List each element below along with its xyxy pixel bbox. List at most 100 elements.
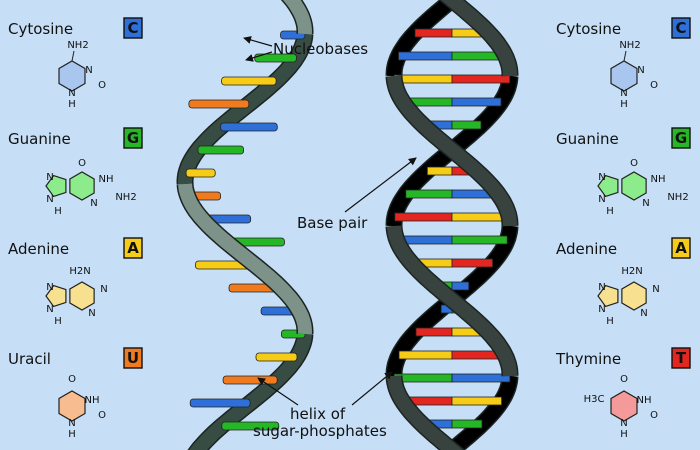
left-base-uracil-ring	[58, 390, 86, 422]
left-base-guanine-atom: NH	[99, 174, 114, 185]
rna-nucleobase	[197, 145, 244, 155]
dna-double-helix	[385, 0, 519, 450]
left-base-uracil-atom: NH	[85, 395, 100, 406]
dna-base-half	[451, 419, 483, 429]
right-base-adenine-ring-6	[621, 281, 647, 311]
left-base-adenine-badge	[123, 237, 143, 259]
annotation-base-pair: Base pair	[297, 157, 417, 232]
left-base-guanine-ring-5	[45, 174, 67, 198]
left-base-cytosine-atom: N	[85, 65, 92, 76]
dna-strand-b-seg	[387, 375, 464, 450]
dna-strand-a-seg	[387, 225, 517, 377]
left-base-cytosine-atom: O	[98, 80, 106, 91]
right-base-cytosine-ring	[610, 60, 638, 92]
left-base-guanine-atom: N	[46, 172, 53, 183]
nucleobases-arrow-1	[243, 36, 273, 47]
left-base-guanine-badge	[123, 127, 143, 149]
left-base-cytosine-atom: NH2	[67, 40, 88, 51]
right-base-thymine-name: Thymine	[555, 350, 621, 368]
right-base-adenine-atom: H	[606, 316, 614, 327]
annotation-nucleobases: Nucleobases	[243, 36, 368, 62]
rna-backbone-seg	[282, 0, 313, 35]
left-base-adenine-atom: N	[100, 284, 107, 295]
left-base-cytosine-letter: C	[127, 19, 138, 37]
dna-backbone-back	[385, 0, 519, 450]
left-base-cytosine-badge	[123, 17, 143, 39]
dna-strand-b-seg	[387, 0, 464, 77]
right-base-guanine-atom: NH	[651, 174, 666, 185]
right-base-cytosine-letter: C	[675, 19, 686, 37]
dna-base-half	[451, 396, 502, 406]
helix-arrow-right	[351, 371, 393, 406]
right-base-guanine-letter: G	[675, 129, 687, 147]
rna-nucleobase	[222, 375, 278, 385]
right-base-guanine-atom: H	[606, 206, 614, 217]
dna-base-half	[415, 327, 453, 337]
right-base-adenine-atom: N	[598, 304, 605, 315]
left-base-guanine-atom: O	[78, 158, 86, 169]
rna-nucleobase	[188, 99, 250, 109]
right-base-thymine-atom: H	[620, 429, 628, 440]
dna-base-half	[398, 350, 453, 360]
right-base-adenine-atom: H2N	[621, 266, 642, 277]
helix-label-line1: helix of	[290, 405, 346, 423]
left-base-uracil-letter: U	[127, 349, 139, 367]
dna-base-half	[451, 120, 482, 130]
left-base-uracil-atom: N	[68, 418, 75, 429]
left-base-cytosine-atom: H	[68, 99, 76, 110]
left-base-guanine-name: Guanine	[8, 130, 71, 148]
right-base-thymine-atom: O	[620, 374, 628, 385]
dna-base-half	[451, 373, 511, 383]
right-base-guanine-name: Guanine	[556, 130, 619, 148]
dna-base-half	[451, 74, 511, 84]
left-base-cytosine-atom: N	[68, 88, 75, 99]
right-base-thymine-badge	[671, 347, 691, 369]
right-base-thymine-ring	[610, 390, 638, 422]
dna-base-half	[398, 51, 453, 61]
left-base-adenine-ring-6	[69, 281, 95, 311]
helix-arrow-left	[257, 377, 299, 406]
dna-base-half	[451, 258, 493, 268]
dna-base-half	[426, 166, 453, 176]
left-base-uracil-atom: O	[98, 410, 106, 421]
dna-base-half	[405, 189, 453, 199]
right-base-thymine-atom: NH	[637, 395, 652, 406]
left-base-guanine-atom: H	[54, 206, 62, 217]
dna-backbone-front	[385, 0, 519, 450]
dna-base-half	[414, 28, 453, 38]
dna-base-half	[394, 212, 453, 222]
left-base-adenine-atom: N	[46, 304, 53, 315]
right-base-adenine-ring-5	[597, 284, 619, 308]
right-base-guanine-atom: NH2	[667, 192, 688, 203]
right-base-guanine-badge	[671, 127, 691, 149]
left-base-adenine-atom: H	[54, 316, 62, 327]
dna-base-pair-rungs	[393, 28, 511, 429]
right-base-cytosine-name: Cytosine	[556, 20, 621, 38]
right-base-cytosine-atom: N	[620, 88, 627, 99]
dna-strand-a-seg	[440, 0, 517, 77]
dna-strand-a-seg	[440, 375, 517, 450]
right-base-cytosine-atom: NH2	[619, 40, 640, 51]
nucleobases-arrow-2	[245, 51, 273, 62]
right-base-cytosine-atom: H	[620, 99, 628, 110]
right-base-guanine-atom: N	[642, 198, 649, 209]
rna-nucleobase	[185, 168, 216, 178]
dna-strand-b-seg	[387, 75, 517, 227]
left-base-guanine-letter: G	[127, 129, 139, 147]
right-base-thymine-letter: T	[676, 349, 687, 367]
left-base-guanine-ring-6	[69, 171, 95, 201]
rna-helix	[176, 0, 314, 450]
